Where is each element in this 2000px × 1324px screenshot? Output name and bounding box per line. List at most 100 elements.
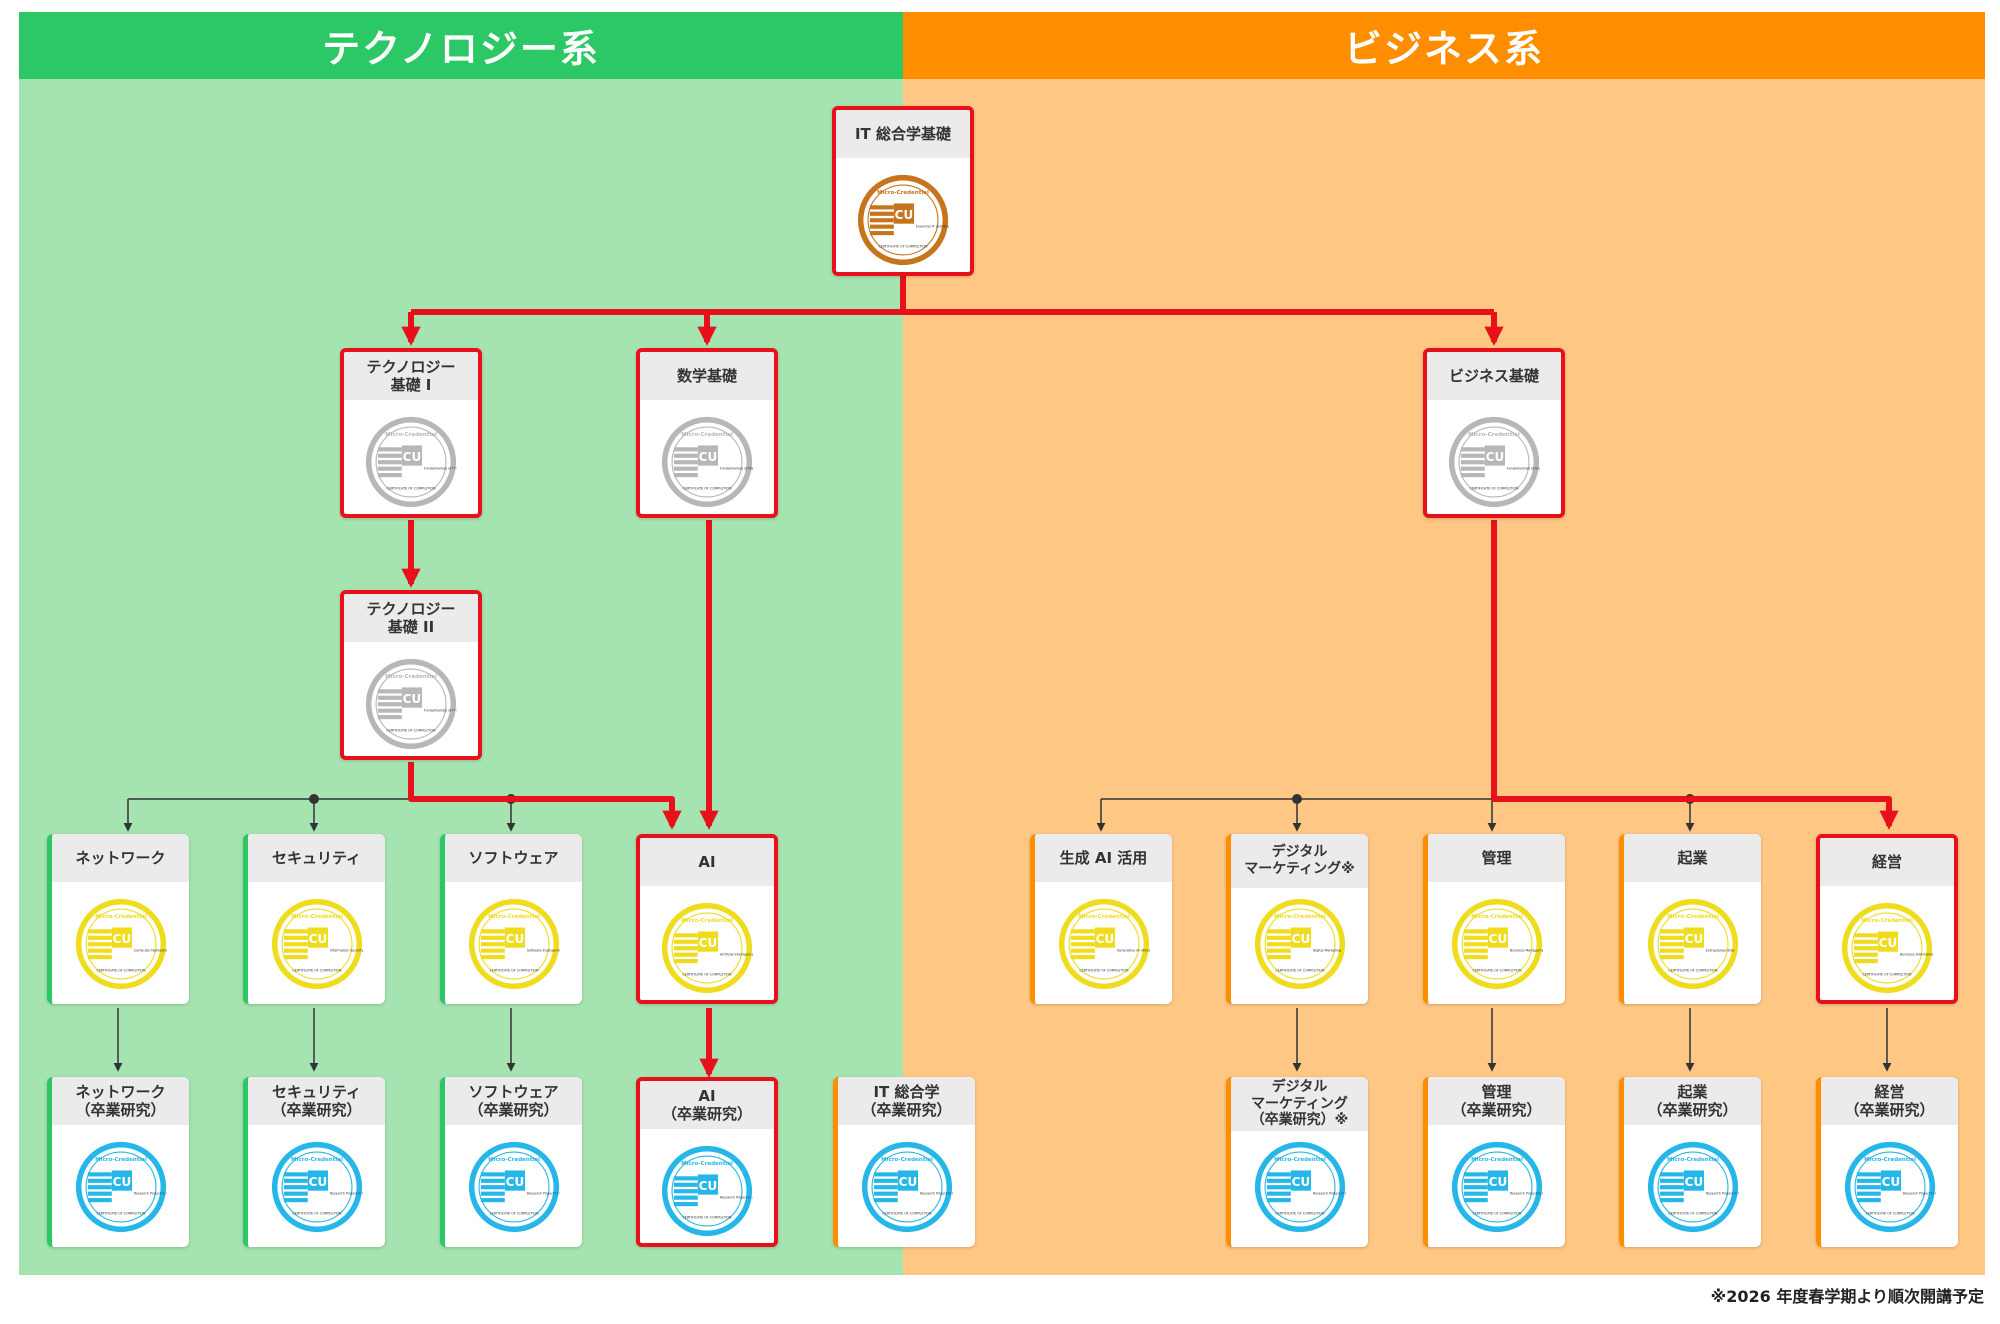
svg-text:CERTIFICATE OF COMPLETION: CERTIFICATE OF COMPLETION bbox=[387, 487, 437, 491]
svg-text:Entrepreneurship: Entrepreneurship bbox=[1705, 948, 1734, 952]
svg-text:Information Security: Information Security bbox=[329, 948, 362, 952]
card-title: AI bbox=[640, 838, 774, 886]
svg-text:Micro-Credential: Micro-Credential bbox=[1078, 914, 1130, 920]
business-header: ビジネス系 bbox=[903, 12, 1985, 79]
svg-text:Micro-Credential: Micro-Credential bbox=[291, 1157, 343, 1163]
svg-text:Business Management: Business Management bbox=[1509, 948, 1542, 952]
path-to-business-admin bbox=[1491, 520, 1899, 830]
svg-text:CERTIFICATE OF COMPLETION: CERTIFICATE OF COMPLETION bbox=[1079, 969, 1129, 973]
svg-text:CU: CU bbox=[699, 936, 717, 950]
svg-text:Fundamentals of IT Level 3: Fundamentals of IT Level 3 bbox=[424, 708, 457, 712]
svg-text:CERTIFICATE OF COMPLETION: CERTIFICATE OF COMPLETION bbox=[96, 969, 146, 973]
svg-text:Micro-Credential: Micro-Credential bbox=[1274, 1157, 1326, 1163]
svg-text:Research Project in Business M: Research Project in Business Management bbox=[1509, 1191, 1542, 1195]
svg-text:CU: CU bbox=[1486, 450, 1504, 464]
card-title: 経営 （卒業研究） bbox=[1821, 1077, 1958, 1125]
svg-text:Micro-Credential: Micro-Credential bbox=[95, 1157, 147, 1163]
svg-text:Research Project in Computer N: Research Project in Computer Networking bbox=[133, 1191, 166, 1195]
svg-text:CERTIFICATE OF COMPLETION: CERTIFICATE OF COMPLETION bbox=[1863, 973, 1913, 977]
junction-dot bbox=[309, 794, 319, 804]
svg-text:CERTIFICATE OF COMPLETION: CERTIFICATE OF COMPLETION bbox=[96, 1212, 146, 1216]
svg-text:Research Project in Business A: Research Project in Business Administrat… bbox=[1902, 1191, 1935, 1195]
svg-text:CERTIFICATE OF COMPLETION: CERTIFICATE OF COMPLETION bbox=[1668, 969, 1718, 973]
svg-text:CU: CU bbox=[112, 932, 130, 946]
svg-text:Micro-Credential: Micro-Credential bbox=[1667, 1157, 1719, 1163]
svg-text:CU: CU bbox=[1291, 932, 1309, 946]
card-title: デジタル マーケティング （卒業研究）※ bbox=[1231, 1077, 1368, 1131]
svg-text:CU: CU bbox=[403, 450, 421, 464]
svg-text:CU: CU bbox=[1881, 1175, 1899, 1189]
card-title: IT 総合学基礎 bbox=[836, 110, 970, 158]
svg-text:Micro-Credential: Micro-Credential bbox=[681, 432, 733, 438]
svg-text:CERTIFICATE OF COMPLETION: CERTIFICATE OF COMPLETION bbox=[1472, 1212, 1522, 1216]
card-title: 起業 （卒業研究） bbox=[1624, 1077, 1761, 1125]
svg-text:Essential IT and Business Skil: Essential IT and Business Skills bbox=[916, 224, 949, 228]
svg-text:Micro-Credential: Micro-Credential bbox=[681, 918, 733, 924]
card-title: 起業 bbox=[1624, 834, 1761, 882]
svg-text:CU: CU bbox=[1095, 932, 1113, 946]
svg-text:Micro-Credential: Micro-Credential bbox=[681, 1161, 733, 1167]
svg-text:Micro-Credential: Micro-Credential bbox=[1667, 914, 1719, 920]
card-title: ネットワーク （卒業研究） bbox=[52, 1077, 189, 1125]
svg-text:Fundamentals of Business: Fundamentals of Business bbox=[1507, 466, 1540, 470]
svg-text:Software Engineering: Software Engineering bbox=[526, 948, 559, 952]
svg-text:CU: CU bbox=[1488, 932, 1506, 946]
svg-text:CU: CU bbox=[898, 1175, 916, 1189]
svg-text:CU: CU bbox=[1291, 1175, 1309, 1189]
card-title: テクノロジー 基礎 II bbox=[344, 594, 478, 642]
card-title: 管理 bbox=[1428, 834, 1565, 882]
svg-text:Micro-Credential: Micro-Credential bbox=[881, 1157, 933, 1163]
svg-text:Micro-Credential: Micro-Credential bbox=[1471, 1157, 1523, 1163]
micro-credential-badge: CU Micro-CredentialEntrepreneurshipCERTIF… bbox=[1647, 898, 1738, 990]
svg-text:CU: CU bbox=[1684, 932, 1702, 946]
svg-text:Micro-Credential: Micro-Credential bbox=[488, 914, 540, 920]
svg-text:CERTIFICATE OF COMPLETION: CERTIFICATE OF COMPLETION bbox=[1470, 487, 1520, 491]
card-title: ソフトウェア （卒業研究） bbox=[445, 1077, 582, 1125]
card-title: テクノロジー 基礎 I bbox=[344, 352, 478, 400]
card-title: ビジネス基礎 bbox=[1427, 352, 1561, 400]
technology-header: テクノロジー系 bbox=[19, 12, 903, 79]
svg-text:CERTIFICATE OF COMPLETION: CERTIFICATE OF COMPLETION bbox=[292, 969, 342, 973]
card-title: AI （卒業研究） bbox=[640, 1081, 774, 1129]
card-title: 経営 bbox=[1820, 838, 1954, 886]
card-title: デジタル マーケティング※ bbox=[1231, 834, 1368, 888]
svg-text:Generative AI Utilization: Generative AI Utilization bbox=[1116, 948, 1149, 952]
path-it-branch bbox=[411, 276, 1494, 315]
footnote: ※2026 年度春学期より順次開講予定 bbox=[1710, 1287, 1984, 1306]
